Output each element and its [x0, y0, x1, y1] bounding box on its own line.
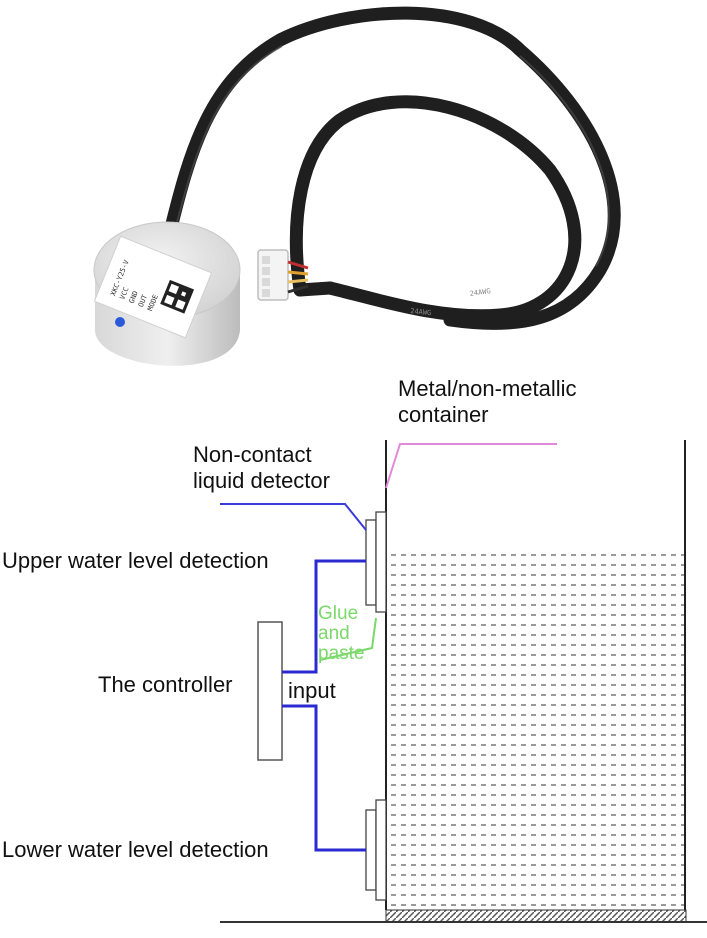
controller-box	[257, 621, 283, 761]
container-label: Metal/non-metallic container	[398, 376, 577, 427]
cable-print: 24AWG 24AWG	[410, 287, 491, 317]
wires	[282, 559, 366, 852]
container-bottom	[385, 909, 687, 923]
input-label: input	[288, 678, 336, 703]
status-led	[115, 317, 125, 327]
lower-detector	[365, 799, 387, 901]
sensor-cable	[163, 6, 621, 330]
lower-level-label: Lower water level detection	[2, 837, 269, 862]
upper-level-label: Upper water level detection	[2, 548, 269, 573]
leaders	[220, 443, 557, 661]
upper-detector	[365, 511, 387, 613]
cable-highlight	[175, 45, 610, 267]
svg-text:24AWG: 24AWG	[469, 287, 491, 298]
controller-label: The controller	[98, 672, 233, 697]
sensor-body: XKC-Y25-V VCC GND OUT MODE	[93, 221, 241, 366]
glue-label: Glue and paste	[318, 603, 365, 664]
detector-label: Non-contact liquid detector	[193, 442, 330, 493]
svg-text:24AWG: 24AWG	[410, 307, 432, 317]
connector	[257, 249, 309, 301]
water	[388, 552, 684, 908]
